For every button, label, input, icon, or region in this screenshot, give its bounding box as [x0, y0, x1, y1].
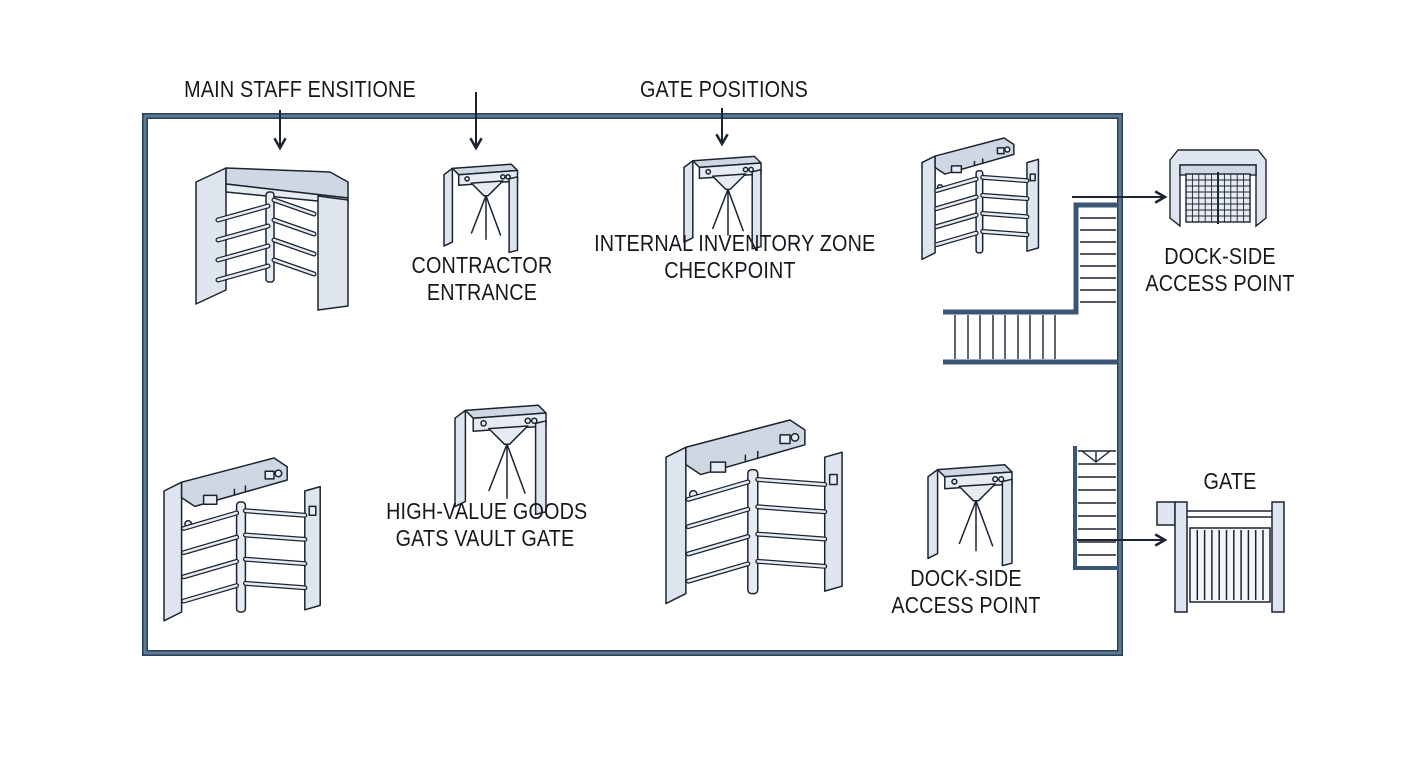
tripod-turnstile-icon	[927, 464, 1013, 567]
mesh-double-gate-icon	[1169, 149, 1267, 228]
tripod-turnstile-icon	[454, 404, 547, 516]
label-high-value-vault-gate: HIGH-VALUE GOODS GATS VAULT GATE	[386, 498, 588, 551]
label-gate: GATE	[1203, 468, 1257, 494]
half-height-turnstile-icon	[921, 137, 1040, 261]
half-height-turnstile-icon	[163, 457, 321, 622]
half-height-turnstile-icon	[665, 419, 843, 605]
full-height-turnstile-icon	[195, 167, 349, 311]
sliding-bar-gate-icon	[1156, 501, 1285, 613]
label-contractor-entrance: CONTRACTOR ENTRANCE	[411, 252, 553, 305]
label-dock-side-access-bottom: DOCK-SIDE ACCESS POINT	[891, 565, 1041, 618]
label-dock-side-access-top: DOCK-SIDE ACCESS POINT	[1145, 243, 1295, 296]
arrows	[273, 92, 1168, 547]
label-internal-inventory-checkpoint: INTERNAL INVENTORY ZONE CHECKPOINT	[594, 230, 876, 283]
staircase-lower	[1073, 446, 1118, 570]
facility-boundary-wall	[142, 113, 1123, 656]
label-main-staff-entrance: MAIN STAFF ENSITIONE	[184, 76, 416, 102]
staircase-upper	[943, 202, 1118, 365]
tripod-turnstile-icon	[683, 155, 762, 250]
label-gate-positions: GATE POSITIONS	[639, 76, 808, 102]
tripod-turnstile-icon	[443, 163, 519, 254]
